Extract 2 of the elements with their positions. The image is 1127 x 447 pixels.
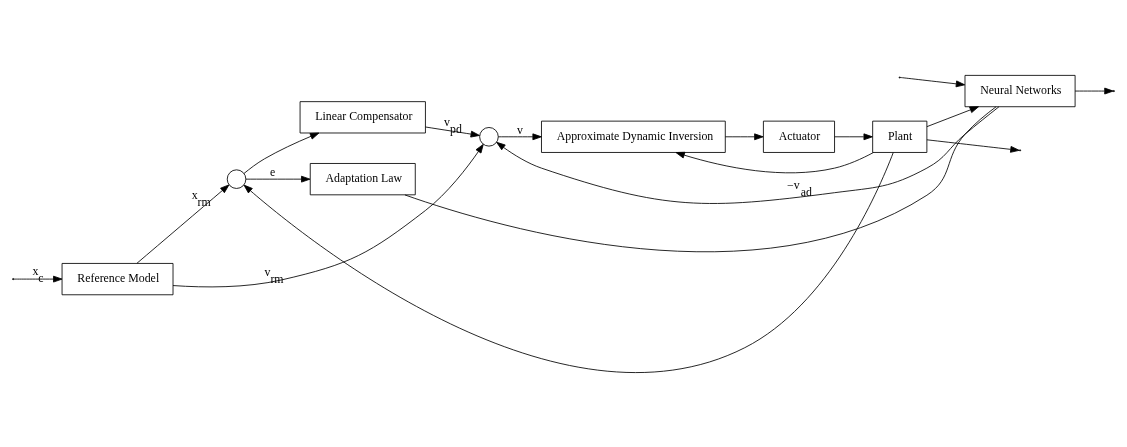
edge-label: e xyxy=(270,164,276,179)
edge-label: v xyxy=(516,122,523,137)
